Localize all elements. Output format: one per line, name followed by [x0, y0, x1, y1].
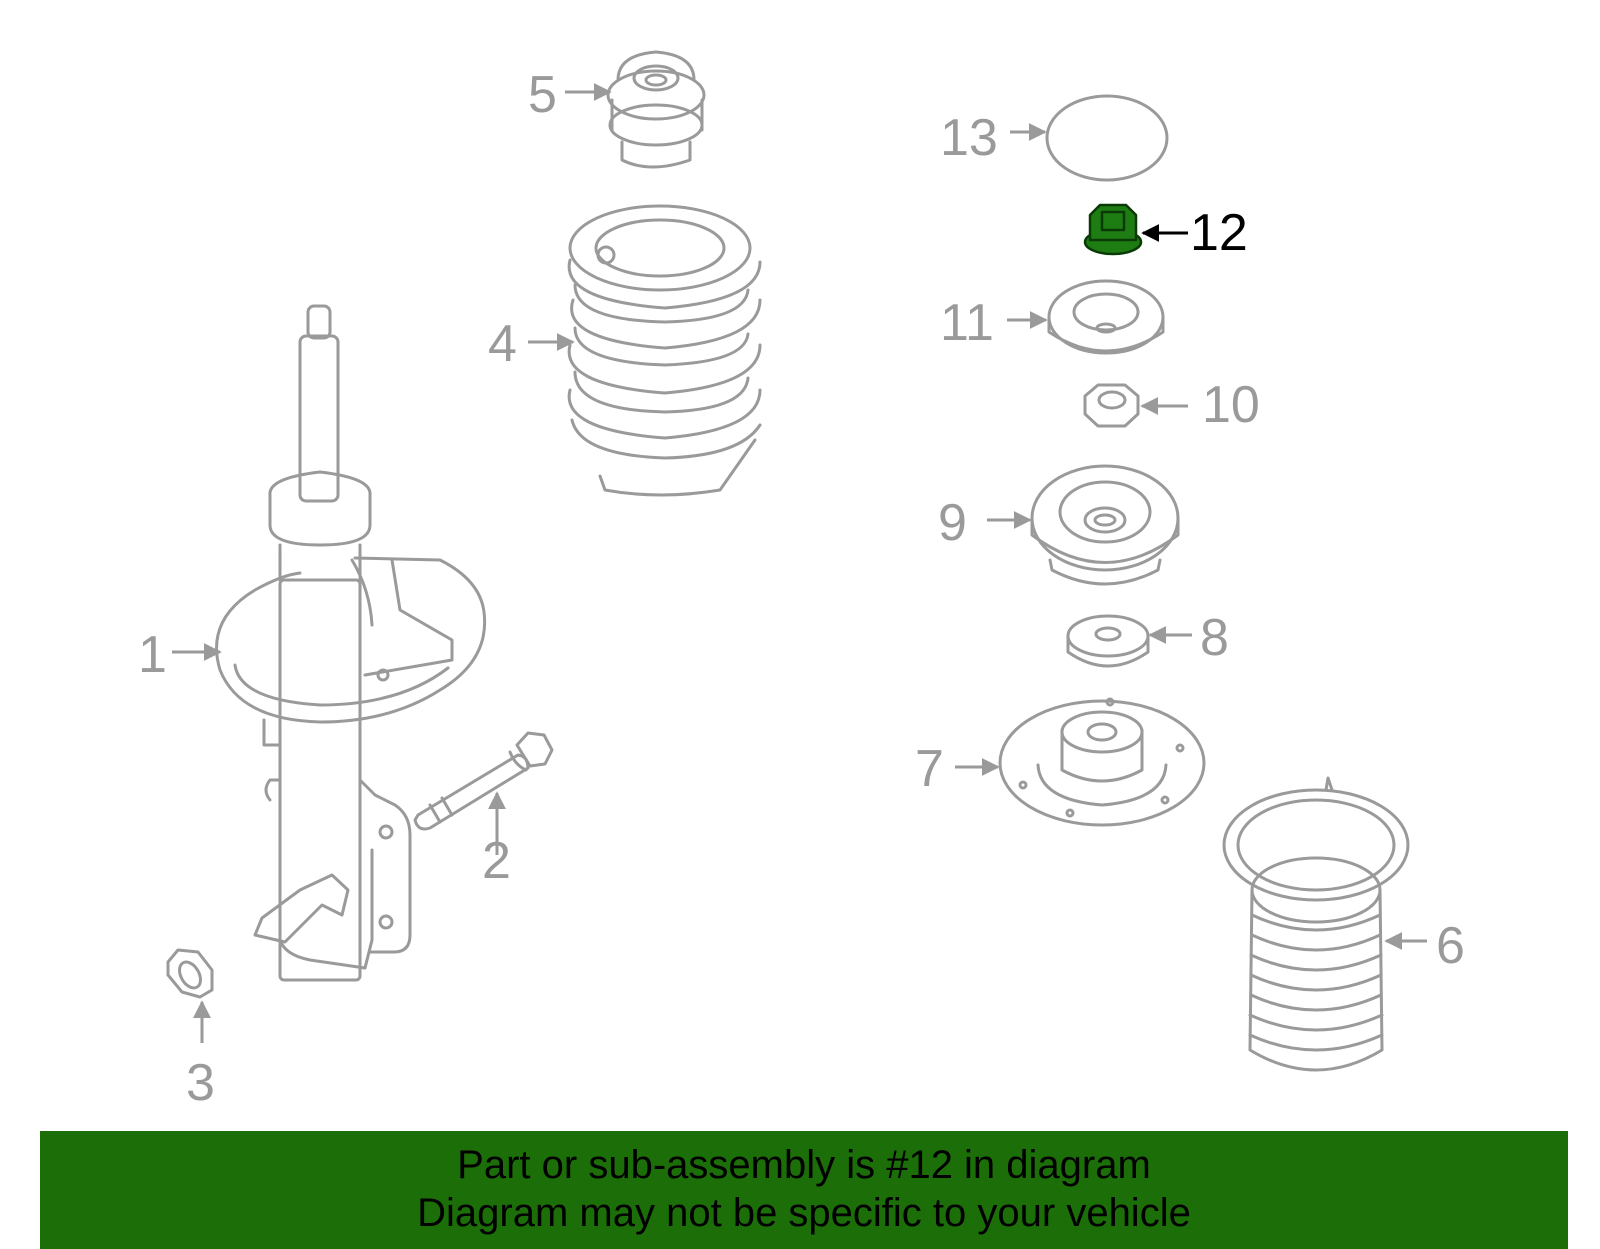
callout-13: 13 [940, 109, 998, 167]
info-banner: Part or sub-assembly is #12 in diagram D… [40, 1131, 1568, 1249]
leader-arrows [172, 83, 1427, 1043]
banner-line-part-number: Part or sub-assembly is #12 in diagram [457, 1143, 1151, 1187]
strut-assembly-part [215, 304, 487, 982]
banner-line-disclaimer: Diagram may not be specific to your vehi… [417, 1191, 1191, 1235]
callout-9: 9 [938, 494, 967, 552]
callout-12: 12 [1190, 204, 1248, 262]
o-ring-part [1045, 94, 1169, 182]
callout-3: 3 [186, 1054, 215, 1112]
bushing-part [1066, 614, 1150, 668]
callout-6: 6 [1436, 917, 1465, 975]
spring-seat-part [1047, 279, 1165, 355]
callout-4: 4 [488, 315, 517, 373]
bump-stop-part [606, 50, 706, 169]
callout-5: 5 [528, 66, 557, 124]
nut-part-3 [166, 948, 214, 999]
callout-7: 7 [915, 740, 944, 798]
callout-10: 10 [1202, 376, 1260, 434]
callout-8: 8 [1200, 609, 1229, 667]
coil-spring-part [567, 204, 762, 497]
callout-1: 1 [138, 626, 167, 684]
highlighted-nut-part-12 [1083, 203, 1143, 256]
bolt-part [413, 731, 554, 831]
nut-part-10 [1083, 383, 1140, 428]
upper-mount-part [1030, 464, 1180, 586]
mount-plate-part [998, 697, 1206, 827]
callout-2: 2 [482, 832, 511, 890]
dust-boot-part [1222, 776, 1410, 1072]
callout-11: 11 [940, 294, 994, 352]
